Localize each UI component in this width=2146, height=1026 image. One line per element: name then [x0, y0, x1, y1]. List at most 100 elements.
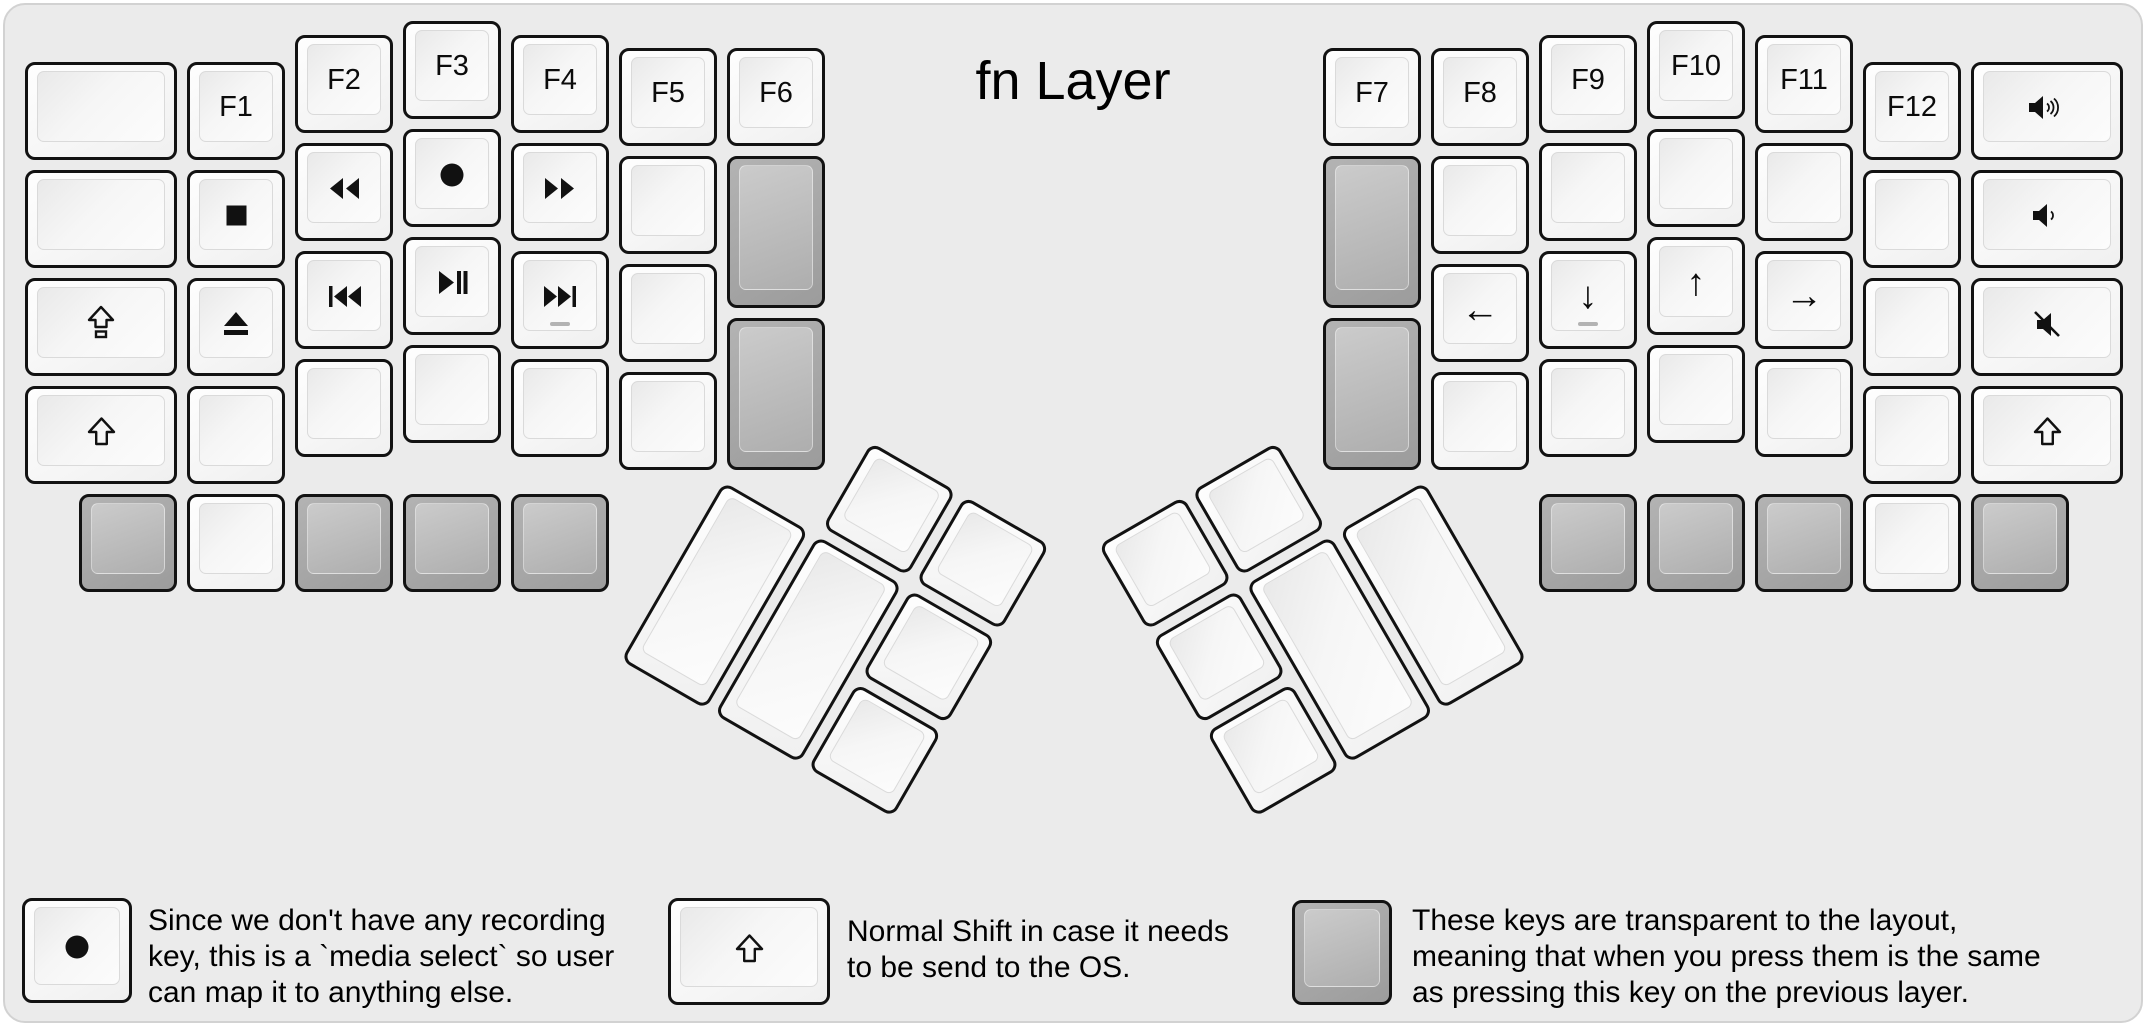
key-f10[interactable]: F10	[1647, 21, 1745, 119]
key-f7[interactable]: F7	[1323, 48, 1421, 146]
key-blank[interactable]	[25, 61, 177, 160]
keycap-surface	[415, 30, 489, 101]
legend-text-line: meaning that when you press them is the …	[1412, 940, 2041, 973]
keycap-surface	[523, 502, 597, 574]
keycap-surface	[1659, 246, 1733, 317]
legend-text-line: to be send to the OS.	[847, 951, 1131, 984]
key-transparent[interactable]	[79, 493, 177, 592]
key-blank[interactable]	[1863, 493, 1961, 592]
key-down-arrow[interactable]: ↓	[1539, 250, 1637, 349]
keycap-surface	[1551, 259, 1625, 331]
key-f5[interactable]: F5	[619, 48, 717, 146]
key-stop[interactable]	[187, 169, 285, 268]
keycap-surface	[415, 354, 489, 425]
key-blank[interactable]	[1431, 372, 1529, 470]
key-blank[interactable]	[25, 169, 177, 268]
keycap-surface	[1875, 178, 1949, 250]
key-blank[interactable]	[1755, 142, 1853, 241]
key-f2[interactable]: F2	[295, 34, 393, 133]
key-transparent[interactable]	[511, 493, 609, 592]
keycap-surface	[631, 165, 705, 236]
legend-text-line: Normal Shift in case it needs	[847, 915, 1229, 948]
keycap-surface	[523, 367, 597, 439]
key-eject[interactable]	[187, 277, 285, 376]
key-left-arrow[interactable]: ←	[1431, 264, 1529, 362]
key-f9[interactable]: F9	[1539, 34, 1637, 133]
key-transparent[interactable]	[1755, 493, 1853, 592]
key-f12-label: F12	[1887, 90, 1937, 123]
key-prev-track[interactable]	[295, 250, 393, 349]
key-right-arrow[interactable]: →	[1755, 250, 1853, 349]
key-blank[interactable]	[187, 385, 285, 484]
key-left-arrow-label: ←	[1461, 288, 1499, 331]
key-shift-right[interactable]	[1971, 385, 2123, 484]
key-transparent[interactable]	[1539, 493, 1637, 592]
key-blank[interactable]	[1863, 277, 1961, 376]
stop-icon	[224, 203, 249, 228]
key-rewind[interactable]	[295, 142, 393, 241]
key-play-pause[interactable]	[403, 237, 501, 335]
key-transparent[interactable]	[403, 493, 501, 592]
keycap-surface	[1875, 70, 1949, 142]
keycap-surface	[91, 502, 165, 574]
keycap-surface	[1659, 354, 1733, 425]
key-volume-down[interactable]	[1971, 169, 2123, 268]
keycap-surface	[1875, 502, 1949, 574]
key-blank[interactable]	[1863, 169, 1961, 268]
key-transparent[interactable]	[1323, 318, 1421, 470]
key-transparent[interactable]	[1971, 493, 2069, 592]
key-blank[interactable]	[1755, 358, 1853, 457]
key-up-arrow[interactable]: ↑	[1647, 237, 1745, 335]
key-f11-label: F11	[1780, 63, 1828, 96]
key-blank[interactable]	[295, 358, 393, 457]
key-caps-lock[interactable]	[25, 277, 177, 376]
keycap-surface	[1551, 502, 1625, 574]
key-blank[interactable]	[619, 156, 717, 254]
keycap-surface	[307, 367, 381, 439]
key-fast-forward[interactable]	[511, 142, 609, 241]
keycap-surface	[1443, 273, 1517, 344]
key-blank[interactable]	[187, 493, 285, 592]
key-blank[interactable]	[619, 264, 717, 362]
key-transparent[interactable]	[1647, 493, 1745, 592]
key-f5-label: F5	[651, 77, 685, 109]
play-pause-icon	[437, 269, 468, 296]
key-blank[interactable]	[1539, 358, 1637, 457]
key-transparent[interactable]	[295, 493, 393, 592]
key-media-select[interactable]	[403, 129, 501, 227]
mute-icon	[2030, 308, 2064, 339]
key-blank[interactable]	[1539, 142, 1637, 241]
key-blank[interactable]	[511, 358, 609, 457]
key-next-track[interactable]	[511, 250, 609, 349]
shift-icon	[2032, 416, 2063, 447]
key-blank[interactable]	[619, 372, 717, 470]
keycap-surface	[1767, 502, 1841, 574]
key-up-arrow-label: ↑	[1686, 261, 1706, 304]
key-f8[interactable]: F8	[1431, 48, 1529, 146]
key-shift-left[interactable]	[25, 385, 177, 484]
key-f7-label: F7	[1355, 77, 1389, 109]
key-f6[interactable]: F6	[727, 48, 825, 146]
key-f3[interactable]: F3	[403, 21, 501, 119]
key-transparent[interactable]	[727, 318, 825, 470]
key-f4[interactable]: F4	[511, 34, 609, 133]
key-f8-label: F8	[1463, 77, 1497, 109]
key-blank[interactable]	[403, 345, 501, 443]
key-blank[interactable]	[1431, 156, 1529, 254]
key-transparent[interactable]	[1323, 156, 1421, 308]
key-blank[interactable]	[1863, 385, 1961, 484]
key-blank[interactable]	[1647, 345, 1745, 443]
volume-up-icon	[2026, 93, 2068, 122]
key-volume-up[interactable]	[1971, 61, 2123, 160]
keycap-surface	[37, 178, 165, 250]
key-transparent[interactable]	[727, 156, 825, 308]
key-mute[interactable]	[1971, 277, 2123, 376]
shift-icon	[86, 416, 117, 447]
key-f11[interactable]: F11	[1755, 34, 1853, 133]
key-blank[interactable]	[1647, 129, 1745, 227]
key-f1[interactable]: F1	[187, 61, 285, 160]
keycap-surface	[1983, 70, 2111, 142]
keycap-surface	[1767, 259, 1841, 331]
key-f12[interactable]: F12	[1863, 61, 1961, 160]
